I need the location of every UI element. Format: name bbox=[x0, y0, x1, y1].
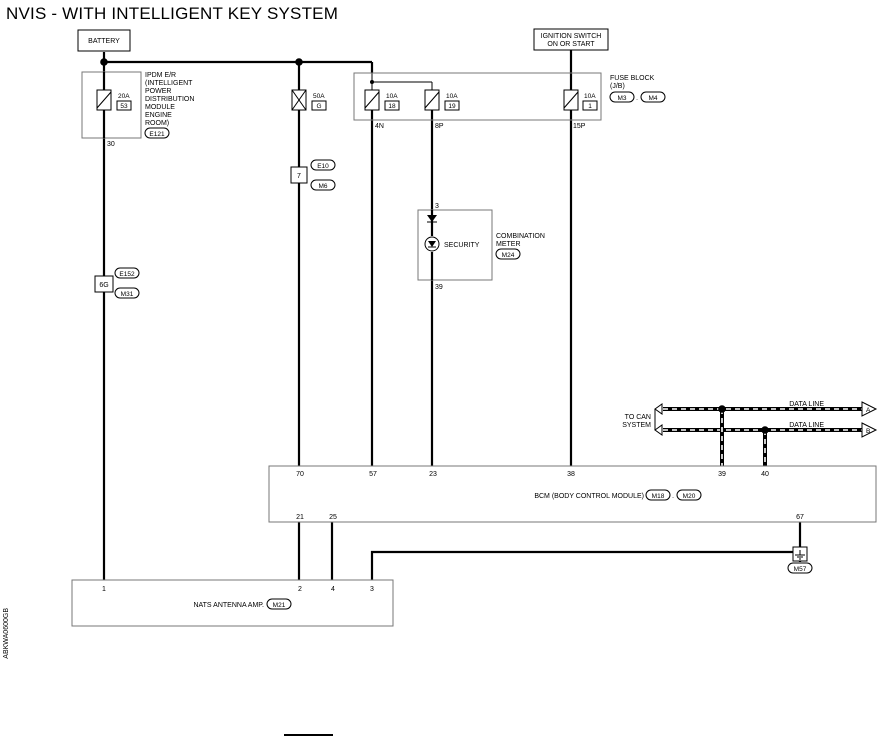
ground-m57: M57 bbox=[787, 546, 813, 574]
svg-text:SYSTEM: SYSTEM bbox=[622, 422, 651, 429]
svg-text:4N: 4N bbox=[375, 123, 384, 130]
svg-text:POWER: POWER bbox=[145, 88, 171, 95]
bcm-label: BCM (BODY CONTROL MODULE) bbox=[534, 493, 644, 500]
svg-text:25: 25 bbox=[329, 514, 337, 521]
svg-text:E10: E10 bbox=[317, 163, 329, 170]
svg-text:B: B bbox=[866, 428, 870, 435]
fuse-block: 10A 18 4N 10A 19 8P 10A 1 15P FUSE BLOCK… bbox=[353, 72, 666, 130]
svg-text:57: 57 bbox=[369, 471, 377, 478]
svg-text:21: 21 bbox=[296, 514, 304, 521]
can-arrow-b bbox=[861, 422, 878, 438]
svg-text:19: 19 bbox=[448, 103, 456, 110]
ipdm-module: 20A 53 IPDM E/R (INTELLIGENT POWER DISTR… bbox=[81, 71, 194, 148]
wires bbox=[102, 50, 802, 580]
can-arrow-a bbox=[861, 401, 878, 417]
svg-text:.: . bbox=[636, 95, 638, 102]
svg-text:METER: METER bbox=[496, 241, 521, 248]
svg-text:M18: M18 bbox=[652, 493, 665, 500]
can-splice-b bbox=[761, 426, 769, 434]
combination-meter: SECURITY 3 39 COMBINATION METER M24 bbox=[417, 203, 545, 291]
svg-text:FUSE BLOCK: FUSE BLOCK bbox=[610, 75, 655, 82]
splice-50a bbox=[295, 58, 303, 66]
svg-text:39: 39 bbox=[718, 471, 726, 478]
fusible-link-50a: 50A G bbox=[291, 89, 327, 111]
splice-battery bbox=[100, 58, 108, 66]
svg-text:70: 70 bbox=[296, 471, 304, 478]
svg-text:ON OR START: ON OR START bbox=[547, 41, 595, 48]
svg-text:10A: 10A bbox=[446, 93, 458, 100]
svg-text:COMBINATION: COMBINATION bbox=[496, 233, 545, 240]
svg-text:M21: M21 bbox=[273, 602, 286, 609]
svg-text:DISTRIBUTION: DISTRIBUTION bbox=[145, 96, 194, 103]
svg-text:15P: 15P bbox=[573, 123, 586, 130]
svg-text:7: 7 bbox=[297, 173, 301, 180]
svg-text:E152: E152 bbox=[119, 271, 135, 278]
svg-text:1: 1 bbox=[588, 103, 592, 110]
svg-text:30: 30 bbox=[107, 141, 115, 148]
svg-text:M31: M31 bbox=[121, 291, 134, 298]
svg-text:G: G bbox=[316, 103, 321, 110]
svg-text:M3: M3 bbox=[617, 95, 626, 102]
junction-connector-6g: 6G E152 M31 bbox=[94, 267, 140, 299]
nats-antenna-amp: 1 2 4 3 NATS ANTENNA AMP. M21 bbox=[71, 579, 394, 627]
battery: BATTERY bbox=[77, 29, 131, 52]
security-indicator-label: SECURITY bbox=[444, 242, 480, 249]
svg-text:2: 2 bbox=[298, 586, 302, 593]
svg-text:(INTELLIGENT: (INTELLIGENT bbox=[145, 80, 193, 87]
svg-text:M4: M4 bbox=[648, 95, 657, 102]
svg-text:DATA LINE: DATA LINE bbox=[789, 422, 824, 429]
junction-connector-7: 7 E10 M6 bbox=[290, 159, 336, 191]
svg-text:38: 38 bbox=[567, 471, 575, 478]
svg-text:E121: E121 bbox=[149, 131, 165, 138]
page-title: NVIS - WITH INTELLIGENT KEY SYSTEM bbox=[6, 4, 339, 23]
svg-text:IGNITION SWITCH: IGNITION SWITCH bbox=[541, 33, 602, 40]
svg-text:ENGINE: ENGINE bbox=[145, 112, 172, 119]
svg-text:23: 23 bbox=[429, 471, 437, 478]
svg-text:.: . bbox=[672, 493, 674, 500]
svg-text:10A: 10A bbox=[386, 93, 398, 100]
svg-text:(J/B): (J/B) bbox=[610, 83, 625, 90]
wire-nats3-ground bbox=[370, 550, 800, 580]
svg-text:3: 3 bbox=[370, 586, 374, 593]
battery-label: BATTERY bbox=[88, 38, 120, 45]
svg-text:50A: 50A bbox=[313, 93, 325, 100]
svg-text:53: 53 bbox=[120, 103, 128, 110]
svg-text:20A: 20A bbox=[118, 93, 130, 100]
svg-text:M57: M57 bbox=[794, 566, 807, 573]
svg-text:ROOM): ROOM) bbox=[145, 120, 169, 127]
nats-label: NATS ANTENNA AMP. bbox=[193, 602, 264, 609]
svg-text:40: 40 bbox=[761, 471, 769, 478]
svg-text:6G: 6G bbox=[99, 282, 108, 289]
svg-text:A: A bbox=[866, 407, 871, 414]
svg-text:M24: M24 bbox=[502, 252, 515, 259]
svg-text:MODULE: MODULE bbox=[145, 104, 175, 111]
svg-text:1: 1 bbox=[102, 586, 106, 593]
svg-text:18: 18 bbox=[388, 103, 396, 110]
svg-text:39: 39 bbox=[435, 284, 443, 291]
splice-fuseblock bbox=[370, 80, 374, 84]
svg-text:67: 67 bbox=[796, 514, 804, 521]
ignition-switch: IGNITION SWITCH ON OR START bbox=[533, 28, 609, 51]
svg-text:IPDM E/R: IPDM E/R bbox=[145, 72, 176, 79]
svg-text:M20: M20 bbox=[683, 493, 696, 500]
can-system-labels: TO CAN SYSTEM DATA LINE DATA LINE A B bbox=[622, 401, 871, 435]
svg-text:M6: M6 bbox=[318, 183, 327, 190]
svg-text:4: 4 bbox=[331, 586, 335, 593]
svg-text:TO CAN: TO CAN bbox=[625, 414, 651, 421]
svg-text:10A: 10A bbox=[584, 93, 596, 100]
can-lines bbox=[654, 401, 878, 466]
bcm-module: 70 57 23 38 39 40 BCM (BODY CONTROL MODU… bbox=[268, 465, 877, 523]
can-splice-a bbox=[718, 405, 726, 413]
svg-text:DATA LINE: DATA LINE bbox=[789, 401, 824, 408]
svg-text:3: 3 bbox=[435, 203, 439, 210]
svg-text:8P: 8P bbox=[435, 123, 444, 130]
